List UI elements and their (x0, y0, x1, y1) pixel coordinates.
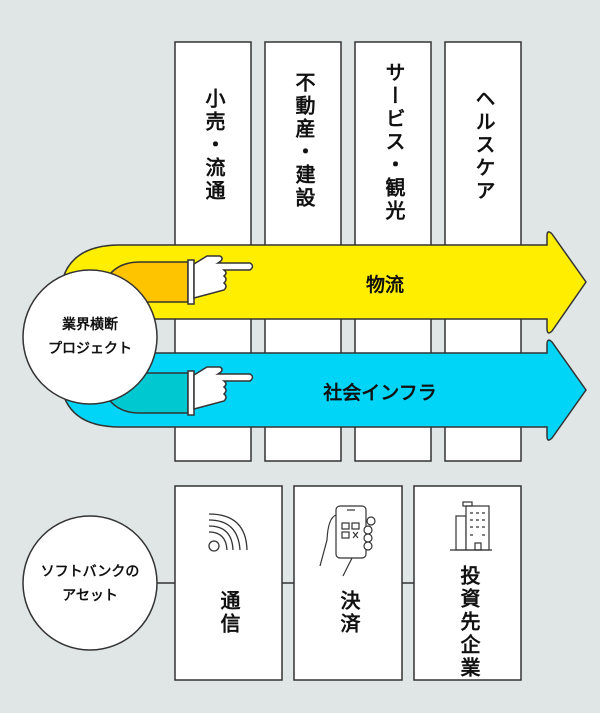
industry-label-retail: 小売・流通 (202, 88, 226, 203)
wifi-signal-icon (208, 513, 248, 552)
cross-project-label: 業界横断 プロジェクト (30, 313, 150, 361)
asset-box-telecom (174, 485, 283, 681)
industry-label-service: サービス・観光 (382, 62, 406, 223)
social-infra-arrow-label: 社会インフラ (323, 382, 437, 404)
smartphone-qr-payment-icon (319, 505, 376, 577)
office-building-icon (450, 501, 492, 551)
asset-label-payment: 決済 (337, 590, 361, 636)
logistics-arrow (59, 231, 587, 334)
asset-label-telecom: 通信 (217, 590, 241, 636)
cross-project-line2: プロジェクト (48, 341, 132, 357)
assets-hub-line1: ソフトバンクの (40, 564, 140, 580)
pointing-hand-icon (187, 255, 254, 305)
pointing-hand-icon (187, 366, 254, 416)
assets-hub-line2: アセット (62, 588, 118, 604)
logistics-arrow-label: 物流 (365, 274, 404, 296)
assets-hub-label: ソフトバンクの アセット (24, 560, 156, 608)
asset-label-portfolio: 投資先企業 (457, 565, 481, 680)
assets-hub-circle (22, 515, 158, 651)
cross-project-circle (22, 269, 158, 405)
industry-label-realestate: 不動産・建設 (292, 72, 316, 210)
industry-label-healthcare: ヘルスケア (472, 88, 496, 203)
cross-project-line1: 業界横断 (62, 317, 118, 333)
